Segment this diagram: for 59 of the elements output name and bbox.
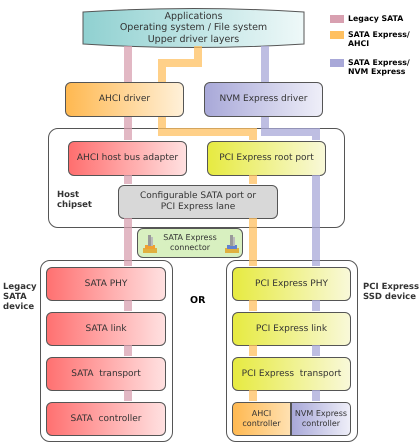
layer-label: SATA controller — [70, 414, 142, 424]
connection-path — [312, 175, 320, 266]
connection-path — [124, 345, 132, 356]
layer-label: Upper driver layers — [148, 34, 240, 46]
layer-box — [65, 82, 184, 117]
group-title: Host chipset — [57, 191, 93, 211]
layer-box — [232, 402, 291, 436]
connection-path — [249, 218, 257, 266]
chipset-panel — [48, 128, 345, 228]
layer-box — [46, 267, 166, 301]
connection-path — [124, 218, 132, 266]
layer-label: Configurable SATA port or PCI Express lane — [138, 191, 258, 213]
layer-box — [291, 402, 351, 436]
layer-label: AHCI driver — [98, 94, 150, 105]
connection-path — [312, 345, 320, 356]
or-label: OR — [190, 295, 206, 306]
connection-path — [124, 46, 132, 82]
layer-label: AHCI host bus adapter — [76, 153, 178, 164]
connection-path — [249, 175, 257, 184]
connection-path — [124, 117, 132, 140]
software-layer-shape — [82, 8, 305, 48]
connection-path — [249, 300, 257, 311]
layer-box — [232, 357, 351, 391]
layer-label: NVM Express driver — [220, 94, 308, 105]
connector-box — [137, 228, 243, 258]
layer-label: SATA Express connector — [162, 233, 218, 253]
layer-label: PCI Express PHY — [255, 278, 328, 290]
connection-path — [124, 300, 132, 311]
layer-box — [68, 141, 187, 176]
connection-path — [261, 46, 269, 82]
layer-box — [204, 82, 323, 117]
layer-label: Operating system / File system — [120, 22, 268, 34]
layer-label: AHCI controller — [241, 409, 282, 429]
layer-box — [118, 185, 278, 219]
connection-path — [261, 117, 320, 140]
connection-path — [124, 175, 132, 184]
group-title: Legacy SATA device — [3, 283, 38, 312]
layer-label: Applications — [164, 10, 223, 22]
connection-path — [124, 390, 132, 401]
layer-label: SATA PHY — [84, 278, 128, 290]
connection-path — [249, 345, 257, 356]
layer-label: PCI Express root port — [219, 153, 314, 164]
connection-path — [158, 117, 257, 140]
layer-label: PCI Express transport — [242, 368, 342, 380]
layer-label: PCI Express link — [256, 324, 328, 334]
layer-label: NVM Express controller — [294, 409, 348, 429]
connection-path — [312, 300, 320, 311]
layer-box — [232, 312, 351, 346]
connection-path — [158, 46, 202, 82]
layer-label: SATA link — [85, 324, 127, 334]
group-title: PCI Express SSD device — [363, 283, 420, 303]
layer-label: SATA transport — [71, 368, 141, 380]
layer-box — [46, 402, 166, 436]
connection-path — [312, 390, 320, 401]
layer-box — [232, 267, 351, 301]
layer-box — [46, 312, 166, 346]
layer-box — [207, 141, 326, 176]
layer-box — [46, 357, 166, 391]
connection-path — [249, 390, 257, 401]
